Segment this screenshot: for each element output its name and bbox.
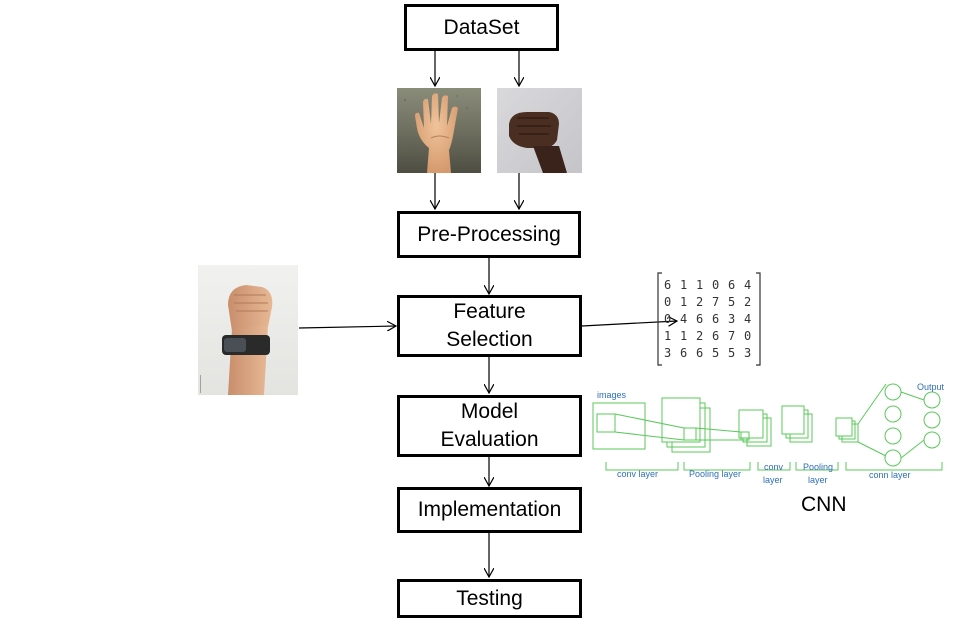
arrow-input-to-feature [298,326,396,328]
model-evaluation-label-line2: Evaluation [440,428,539,451]
model-evaluation-label-line1: Model [460,400,519,423]
matrix-cell: 3 [664,346,672,360]
dataset-box: DataSet [404,4,559,51]
matrix-cell: 5 [728,295,736,309]
matrix-cell: 4 [744,312,752,326]
implementation-label: Implementation [417,498,562,521]
matrix-cell: 2 [696,329,704,343]
feature-selection-box: Feature Selection [397,295,582,357]
matrix-cell: 5 [728,346,736,360]
matrix-cell: 6 [712,312,720,326]
matrix-cell: 2 [744,295,752,309]
feature-selection-label-line1: Feature [453,300,526,323]
matrix-cell: 6 [696,346,704,360]
matrix-cell: 1 [696,278,704,292]
matrix-cell: 6 [712,329,720,343]
matrix-cell: 6 [680,346,688,360]
matrix-cell: 1 [664,329,672,343]
cnn-caption: CNN [801,493,847,516]
arrow-feature-to-matrix [581,321,677,327]
dataset-label: DataSet [443,15,520,39]
preprocessing-label: Pre-Processing [417,222,561,246]
matrix-cell: 0 [664,312,672,326]
matrix-brackets [657,272,761,366]
matrix-cell: 5 [712,346,720,360]
matrix-cell: 0 [712,278,720,292]
matrix-cell: 7 [712,295,720,309]
matrix-cell: 4 [744,278,752,292]
implementation-box: Implementation [397,487,582,533]
matrix-cell: 6 [728,278,736,292]
matrix-cell: 1 [680,278,688,292]
testing-box: Testing [397,579,582,618]
feature-selection-label-line2: Selection [446,328,533,351]
matrix-cell: 1 [680,295,688,309]
matrix-cell: 2 [696,295,704,309]
testing-label: Testing [456,586,523,610]
matrix-cell: 0 [664,295,672,309]
matrix-cell: 0 [744,329,752,343]
matrix-cell: 4 [680,312,688,326]
open-palm-photo [397,88,481,173]
matrix-cell: 6 [664,278,672,292]
raised-fist-photo [497,88,582,173]
matrix-cell: 6 [696,312,704,326]
matrix-cell: 1 [680,329,688,343]
matrix-cell: 7 [728,329,736,343]
model-evaluation-box: Model Evaluation [397,395,582,457]
preprocessing-box: Pre-Processing [397,211,581,258]
matrix-cell: 3 [728,312,736,326]
matrix-cell: 3 [744,346,752,360]
fist-with-watch-photo [198,265,298,395]
